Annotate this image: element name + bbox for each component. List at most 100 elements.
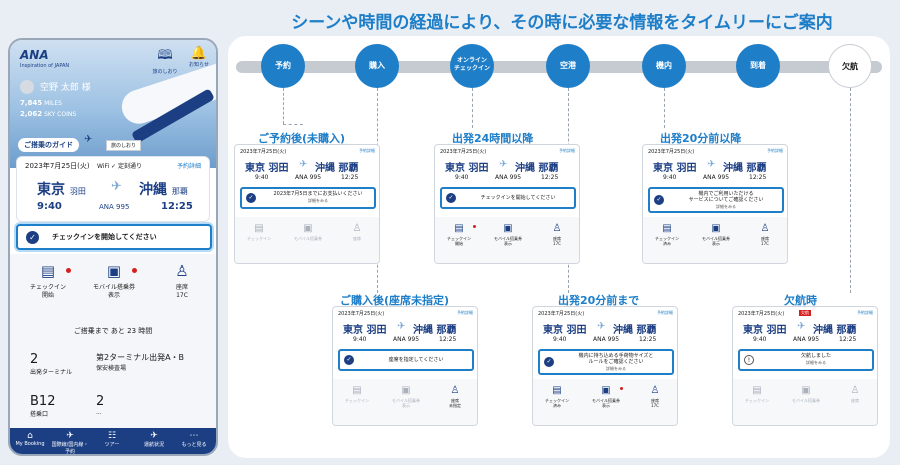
alert-dot <box>620 387 623 390</box>
boarding-guide-button[interactable]: ご搭乗のガイド <box>18 138 79 152</box>
node-purchase: 購入 <box>355 44 399 88</box>
node-cancellation: 欠航 <box>828 44 872 88</box>
scene-title: 出発20分前以降 <box>660 132 742 145</box>
boarding-pass-button[interactable]: ▣モバイル搭乗券 表示 <box>582 385 630 408</box>
status-icon: ✈ <box>150 431 158 441</box>
plane-arrow-icon: ✈ <box>397 321 406 332</box>
plane-arrow-icon: ✈ <box>299 159 308 170</box>
connector <box>472 88 473 128</box>
cancellation-notice[interactable]: !欠航しました詳細をみる <box>738 349 874 371</box>
checkin-button[interactable]: ▤チェックイン <box>733 385 781 403</box>
boarding-pass-icon: ▣ <box>303 223 313 234</box>
user-name: 空野 太郎 様 <box>40 83 91 93</box>
node-inflight: 機内 <box>642 44 686 88</box>
connector <box>283 124 303 125</box>
seat-button[interactable]: ♙座席 17C <box>150 262 214 300</box>
seat-icon: ♙ <box>760 223 770 234</box>
mobile-boarding-pass-button[interactable]: ▣モバイル搭乗券 表示 <box>82 262 146 300</box>
checkin-notice[interactable]: ✓ チェックインを開始してください <box>16 224 212 250</box>
check-icon: ✓ <box>26 231 39 244</box>
plane-arrow-icon: ✈ <box>597 321 606 332</box>
seat-button[interactable]: ♙座席 17C <box>631 385 677 408</box>
seat-icon: ♙ <box>450 385 460 396</box>
checkin-button[interactable]: ▤チェックイン <box>333 385 381 403</box>
boarding-pass-icon: ▣ <box>106 262 122 280</box>
boarding-pass-button[interactable]: ▣モバイル搭乗券 表示 <box>382 385 430 408</box>
seat-button[interactable]: ♙座席 <box>333 223 379 241</box>
checkin-icon: ▤ <box>662 223 672 234</box>
wifi-status: WiFi ✓ 定刻通り <box>97 163 142 170</box>
seat-select-notice[interactable]: ✓座席を指定してください <box>338 349 474 371</box>
origin-city: 東京 羽田 <box>37 182 86 198</box>
home-icon: ⌂ <box>27 431 33 441</box>
alert-dot <box>66 268 71 273</box>
plane-arrow-icon: ✈ <box>499 159 508 170</box>
seat-icon: ♙ <box>352 223 362 234</box>
page-headline: シーンや時間の経過により、その時に必要な情報をタイムリーにご案内 <box>291 13 833 33</box>
payment-notice[interactable]: ✓2023年7月5日までにお支払いください詳細をみる <box>240 187 376 209</box>
plane-icon: ✈ <box>66 431 74 441</box>
plane-arrow-icon: ✈ <box>797 321 806 332</box>
check-icon: ✓ <box>544 357 554 367</box>
boarding-pass-icon: ▣ <box>401 385 411 396</box>
timeline-panel: 予約 購入 オンライン チェックイン 空港 機内 到着 欠航 ご予約後(未購入)… <box>228 36 890 458</box>
baggage-rule-notice[interactable]: ✓機内に持ち込める手荷物サイズと ルールをご確認ください詳細をみる <box>538 349 674 375</box>
nav-more[interactable]: ⋯もっと見る <box>174 431 214 448</box>
plane-arrow-icon: ✈ <box>707 159 716 170</box>
connector <box>850 88 851 293</box>
check-icon: ✓ <box>344 355 354 365</box>
nav-my-booking[interactable]: ⌂My Booking <box>10 431 50 447</box>
checkin-button[interactable]: ▤チェックイン 済み <box>643 223 691 246</box>
boarding-pass-icon: ▣ <box>711 223 721 234</box>
info-icon: ! <box>744 355 754 365</box>
alert-dot <box>132 268 137 273</box>
seat-button[interactable]: ♙座席 未指定 <box>431 385 477 408</box>
boarding-pass-icon: ▣ <box>801 385 811 396</box>
checkin-button[interactable]: ▤チェックイン <box>235 223 283 241</box>
tabi-shiori-chip[interactable]: 旅のしおり <box>106 140 142 151</box>
seat-button[interactable]: ♙座席 17C <box>741 223 787 246</box>
phone-screen: ANA Inspiration of JAPAN 🕮旅のしおり 🔔お知らせ 空野… <box>8 38 218 456</box>
node-online-checkin: オンライン チェックイン <box>450 44 494 88</box>
avatar[interactable] <box>20 80 34 94</box>
checkin-button[interactable]: ▤チェックイン 開始 <box>435 223 483 246</box>
checkin-icon: ▤ <box>752 385 762 396</box>
notifications-button[interactable]: 🔔お知らせ <box>184 46 214 68</box>
nav-tour[interactable]: ☷ツアー <box>92 431 132 448</box>
boarding-pass-icon: ▣ <box>601 385 611 396</box>
seat-button[interactable]: ♙座席 17C <box>533 223 579 246</box>
checkin-icon: ▤ <box>552 385 562 396</box>
inflight-service-notice[interactable]: ✓機内でご利用いただける サービスについてご確認ください詳細をみる <box>648 187 784 213</box>
boarding-pass-button[interactable]: ▣モバイル搭乗券 表示 <box>692 223 740 246</box>
tabi-shiori-button[interactable]: 🕮旅のしおり <box>150 46 180 75</box>
seat-icon: ♙ <box>552 223 562 234</box>
flight-card[interactable]: 2023年7月25日(火) WiFi ✓ 定刻通り 予約詳細 東京 羽田 ✈ 沖… <box>16 156 210 222</box>
checkin-start-button[interactable]: ▤チェックイン 開始 <box>16 262 80 300</box>
boarding-pass-button[interactable]: ▣モバイル搭乗券 <box>782 385 830 403</box>
book-icon: 🕮 <box>157 48 173 63</box>
checkin-button[interactable]: ▤チェックイン 済み <box>533 385 581 408</box>
checkin-notice[interactable]: ✓チェックインを開始してください <box>440 187 576 209</box>
seat-button[interactable]: ♙座席 <box>831 385 877 403</box>
boarding-pass-button[interactable]: ▣モバイル搭乗券 <box>284 223 332 241</box>
boarding-pass-button[interactable]: ▣モバイル搭乗券 表示 <box>484 223 532 246</box>
seat-icon: ♙ <box>850 385 860 396</box>
nav-reserve[interactable]: ✈国際線/国内線・予約 <box>51 431 89 455</box>
scene-title: 欠航時 <box>784 294 817 307</box>
checkin-icon: ▤ <box>454 223 464 234</box>
nav-flight-status[interactable]: ✈運航状況 <box>134 431 174 448</box>
booking-details-link[interactable]: 予約詳細 <box>176 163 201 170</box>
checkin-icon: ▤ <box>40 262 56 280</box>
plane-arrow-icon: ✈ <box>111 179 122 194</box>
checkin-notice-text: チェックインを開始してください <box>52 233 157 241</box>
scene-title: 出発24時間以降 <box>452 132 534 145</box>
node-reservation: 予約 <box>261 44 305 88</box>
extra-info: 2... <box>96 394 105 416</box>
